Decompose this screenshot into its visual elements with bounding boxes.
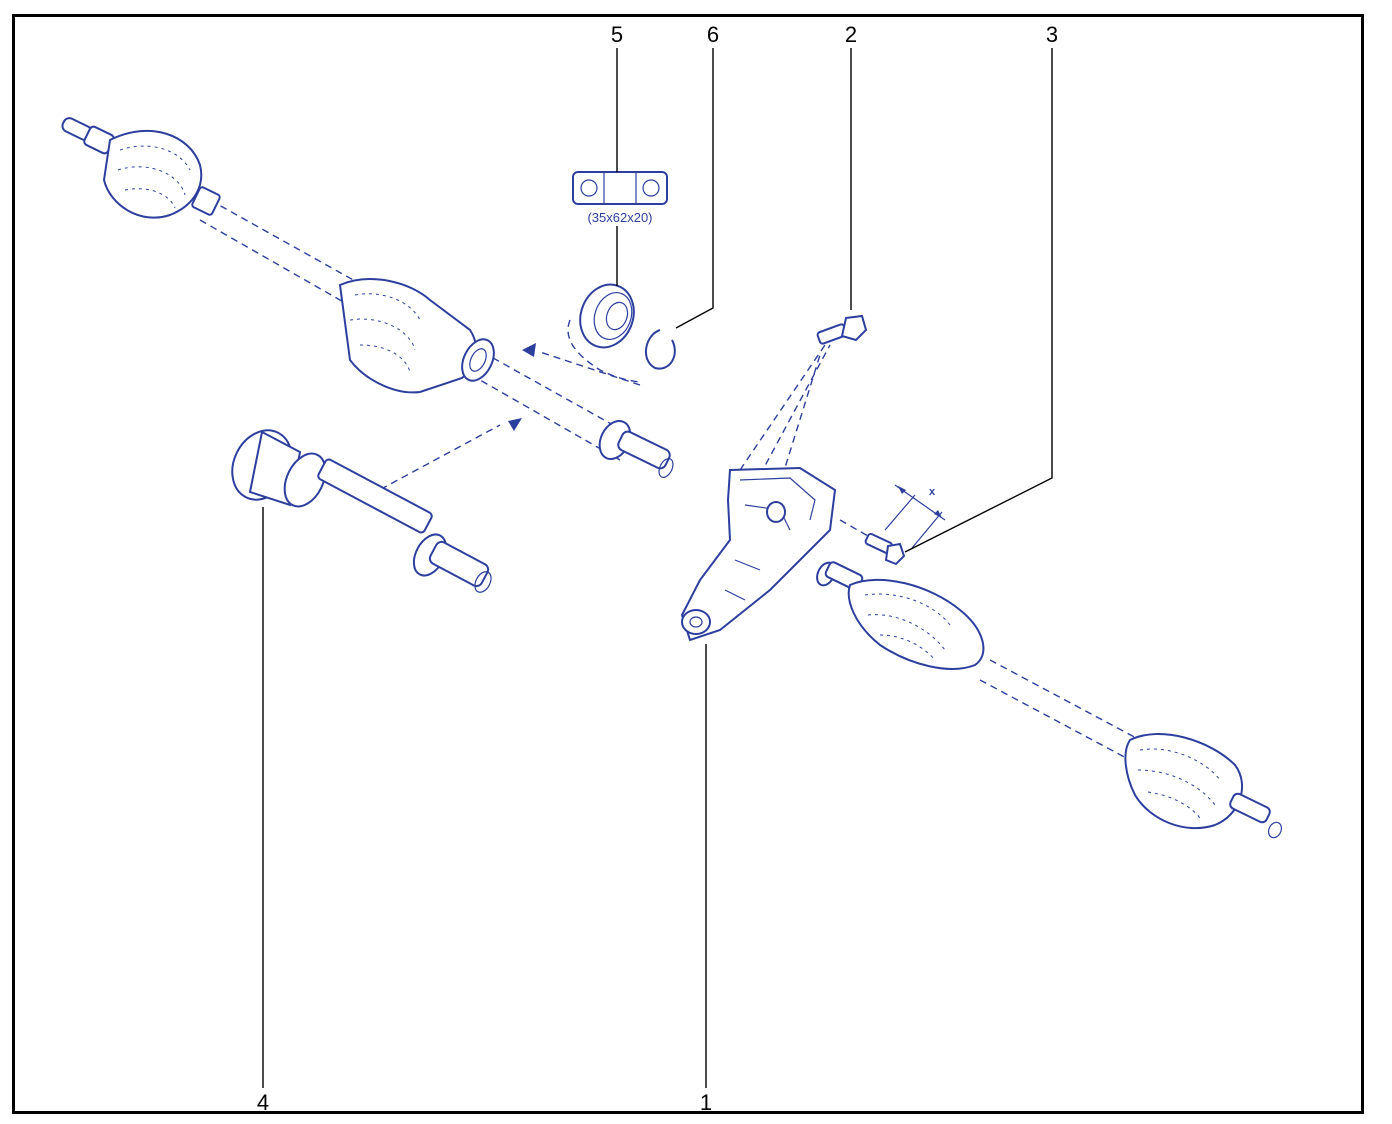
bearing-size-label: (35x62x20) [587,210,652,225]
right-driveshaft [816,561,1283,839]
left-outer-cv-joint [61,117,221,219]
bolt-top [816,314,868,345]
callout-5: 5 [611,22,623,47]
callout-4: 4 [257,1090,269,1115]
callout-6: 6 [707,22,719,47]
dimension-x-label: x [929,486,936,498]
bearing [579,283,635,349]
diagram-frame [12,14,1364,1114]
arrow-to-shaft [522,343,536,357]
callout-1: 1 [700,1090,712,1115]
inner-tripod-joint [338,278,495,394]
support-bracket [680,466,837,642]
callout-3: 3 [1046,22,1058,47]
callout-leaders [262,48,1053,1088]
bearing-section-symbol [572,171,668,205]
intermediate-shaft [231,429,492,593]
stub-shaft [598,420,674,478]
arrow-to-joint [508,418,522,431]
bolt-side [864,532,906,566]
dimension-x-marker [884,484,946,549]
callout-2: 2 [845,22,857,47]
circlip [645,329,676,370]
